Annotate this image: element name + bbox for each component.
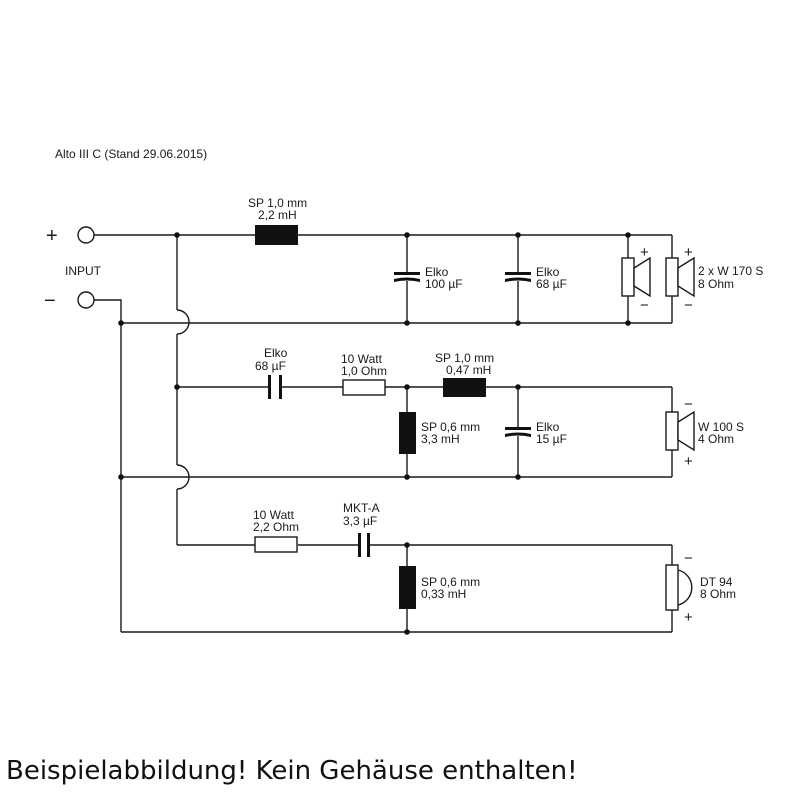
svg-text:3,3 mH: 3,3 mH <box>421 432 460 446</box>
svg-text:MKT-A: MKT-A <box>343 501 380 515</box>
svg-text:0,47 mH: 0,47 mH <box>446 363 491 377</box>
svg-text:SP 1,0 mm: SP 1,0 mm <box>435 351 494 365</box>
svg-text:8 Ohm: 8 Ohm <box>698 277 734 291</box>
input-plus-terminal <box>77 226 95 244</box>
svg-text:3,3 µF: 3,3 µF <box>343 514 377 528</box>
svg-text:SP 0,6 mm: SP 0,6 mm <box>421 575 480 589</box>
svg-text:2,2 mH: 2,2 mH <box>258 208 297 222</box>
svg-text:2 x W 170 S: 2 x W 170 S <box>698 264 763 278</box>
input-minus-sign: − <box>44 290 56 312</box>
svg-text:68 µF: 68 µF <box>536 277 567 291</box>
wiring <box>94 234 673 633</box>
svg-text:SP 1,0 mm: SP 1,0 mm <box>248 196 307 210</box>
svg-text:+: + <box>640 244 649 261</box>
svg-text:2,2 Ohm: 2,2 Ohm <box>253 520 299 534</box>
woofer-cap-100uf: Elko 100 µF <box>394 265 463 291</box>
mid-series-cap: Elko 68 µF <box>255 346 288 399</box>
mid-shunt-coil: SP 0,6 mm 3,3 mH <box>399 412 480 454</box>
svg-text:+: + <box>684 609 693 626</box>
svg-text:10 Watt: 10 Watt <box>253 508 295 522</box>
input-minus-terminal <box>77 291 95 309</box>
woofer-speaker-a-icon: + − <box>621 244 651 314</box>
svg-text:DT 94: DT 94 <box>700 575 733 589</box>
svg-text:−: − <box>684 550 693 567</box>
woofer-speaker-b-icon: + − 2 x W 170 S 8 Ohm <box>665 244 763 314</box>
tweeter-speaker-icon: − + DT 94 8 Ohm <box>665 550 736 626</box>
svg-text:+: + <box>684 453 693 470</box>
svg-text:−: − <box>684 297 693 314</box>
svg-text:SP 0,6 mm: SP 0,6 mm <box>421 420 480 434</box>
input-plus-sign: + <box>46 225 58 247</box>
svg-text:100 µF: 100 µF <box>425 277 463 291</box>
mid-series-resistor: 10 Watt 1,0 Ohm <box>341 352 387 396</box>
svg-text:10 Watt: 10 Watt <box>341 352 383 366</box>
svg-text:0,33 mH: 0,33 mH <box>421 587 466 601</box>
tweeter-shunt-coil: SP 0,6 mm 0,33 mH <box>399 566 480 609</box>
tweeter-series-resistor: 10 Watt 2,2 Ohm <box>253 508 299 553</box>
svg-text:W 100 S: W 100 S <box>698 420 744 434</box>
svg-text:Elko: Elko <box>536 265 560 279</box>
woofer-cap-68uf: Elko 68 µF <box>505 265 567 291</box>
svg-text:4 Ohm: 4 Ohm <box>698 432 734 446</box>
svg-text:−: − <box>684 396 693 413</box>
svg-text:68 µF: 68 µF <box>255 359 286 373</box>
woofer-series-coil: SP 1,0 mm 2,2 mH <box>248 196 307 245</box>
svg-text:Elko: Elko <box>536 420 560 434</box>
svg-text:1,0 Ohm: 1,0 Ohm <box>341 364 387 378</box>
input-terminals: + INPUT − <box>44 225 102 312</box>
svg-text:Elko: Elko <box>264 346 288 360</box>
svg-text:8 Ohm: 8 Ohm <box>700 587 736 601</box>
mid-speaker-icon: − + W 100 S 4 Ohm <box>665 396 744 470</box>
svg-text:15 µF: 15 µF <box>536 432 567 446</box>
tweeter-series-cap: MKT-A 3,3 µF <box>343 501 380 557</box>
svg-text:Elko: Elko <box>425 265 449 279</box>
input-label: INPUT <box>65 264 102 278</box>
mid-shunt-cap: Elko 15 µF <box>505 420 567 446</box>
svg-text:+: + <box>684 244 693 261</box>
disclaimer-caption: Beispielabbildung! Kein Gehäuse enthalte… <box>6 756 578 786</box>
diagram-title: Alto III C (Stand 29.06.2015) <box>55 147 207 161</box>
junction-dots <box>118 232 631 635</box>
mid-series-coil: SP 1,0 mm 0,47 mH <box>435 351 494 397</box>
svg-text:−: − <box>640 297 649 314</box>
